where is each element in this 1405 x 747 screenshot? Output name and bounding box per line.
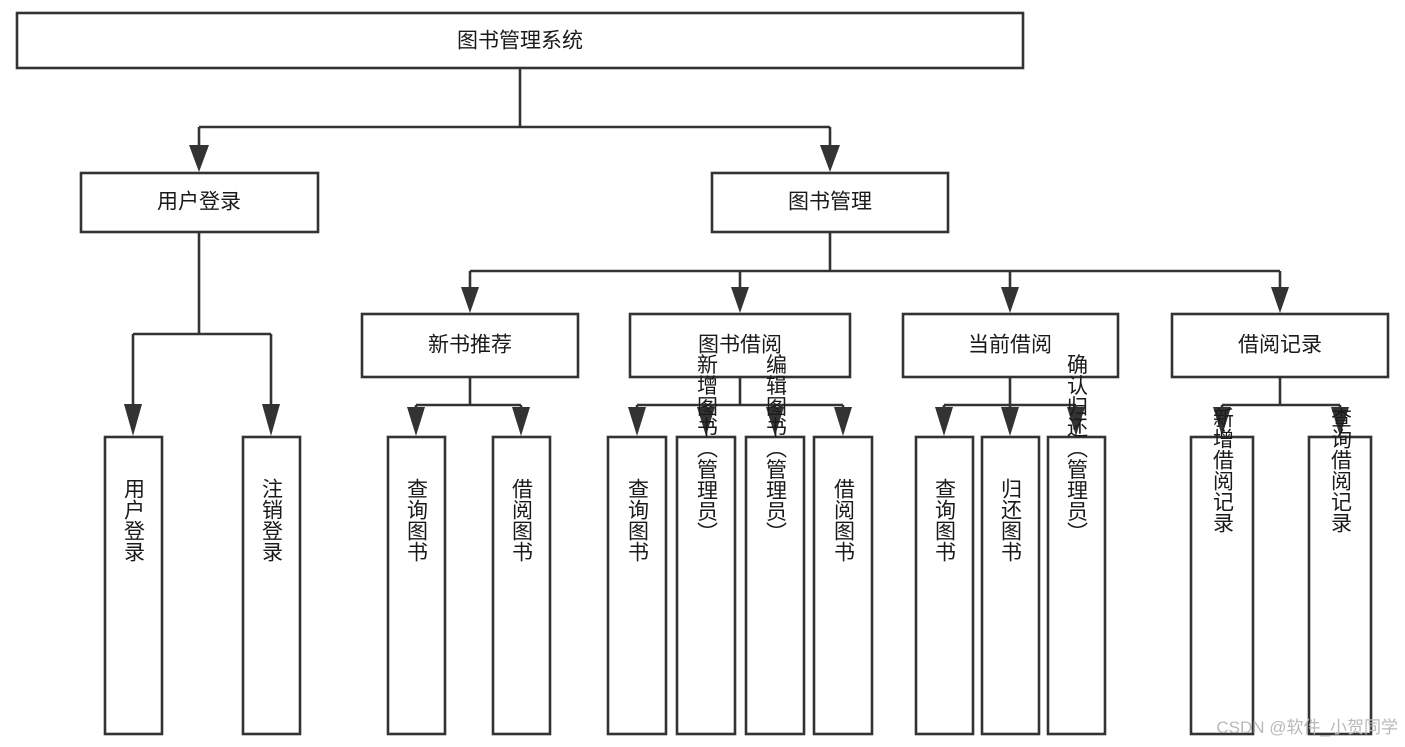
arrow-head-leaf-query-book-2 (628, 407, 646, 436)
node-user-login-label: 用户登录 (157, 191, 241, 214)
node-leaf-query-book-1-box[interactable] (386, 435, 447, 736)
node-new-book-recommend-label: 新书推荐 (428, 334, 512, 357)
node-book-borrow[interactable]: 图书借阅 (628, 312, 852, 379)
node-leaf-query-book-3[interactable]: 查询图书 (914, 435, 975, 736)
node-leaf-logout-box[interactable] (241, 435, 302, 736)
node-current-borrow-box[interactable] (901, 312, 1120, 379)
node-leaf-user-login-label: 用户登录 (122, 478, 146, 562)
node-root[interactable]: 图书管理系统 (15, 11, 1025, 70)
node-leaf-query-book-1[interactable]: 查询图书 (386, 435, 447, 736)
arrow-head-borrow-record (1271, 287, 1289, 313)
node-current-borrow[interactable]: 当前借阅 (901, 312, 1120, 379)
node-leaf-add-book-box[interactable] (675, 435, 737, 736)
node-leaf-query-book-1-label: 查询图书 (405, 478, 429, 562)
node-leaf-add-record-box[interactable] (1189, 435, 1255, 736)
node-leaf-return-book-box[interactable] (980, 435, 1041, 736)
connector-layer (124, 68, 1349, 436)
node-leaf-query-record-label: 查询借阅记录 (1329, 407, 1353, 533)
node-leaf-query-book-2[interactable]: 查询图书 (606, 435, 668, 736)
arrow-head-leaf-logout (262, 404, 280, 436)
node-leaf-query-book-3-label: 查询图书 (933, 478, 957, 562)
node-leaf-borrow-book-2-box[interactable] (812, 435, 874, 736)
node-leaf-borrow-book-2-label: 借阅图书 (832, 478, 856, 562)
node-leaf-query-record[interactable]: 查询借阅记录 (1307, 407, 1373, 736)
node-leaf-user-login[interactable]: 用户登录 (103, 435, 164, 736)
node-leaf-return-book-label: 归还图书 (999, 478, 1023, 562)
node-leaf-borrow-book-2[interactable]: 借阅图书 (812, 435, 874, 736)
node-leaf-borrow-book-1-box[interactable] (491, 435, 552, 736)
arrow-head-leaf-return-book (1001, 407, 1019, 436)
node-book-manage-box[interactable] (710, 171, 950, 234)
node-leaf-confirm-return[interactable]: 确认归还（管理员） (1046, 354, 1107, 736)
arrow-head-leaf-borrow-book-2 (834, 407, 852, 436)
arrow-head-leaf-add-book (697, 407, 715, 436)
node-leaf-logout[interactable]: 注销登录 (241, 435, 302, 736)
node-leaf-user-login-box[interactable] (103, 435, 164, 736)
node-leaf-borrow-book-1-label: 借阅图书 (510, 478, 534, 562)
node-leaf-add-record[interactable]: 新增借阅记录 (1189, 407, 1255, 736)
arrow-head-book-manage (820, 145, 840, 172)
arrow-head-leaf-confirm-return (1067, 407, 1085, 436)
node-book-manage-label: 图书管理 (788, 191, 872, 214)
arrow-head-current-borrow (1001, 287, 1019, 313)
node-leaf-add-book-label: 新增图书（管理员） (695, 354, 719, 543)
node-leaf-edit-book[interactable]: 编辑图书（管理员） (744, 354, 806, 736)
node-leaf-borrow-book-1[interactable]: 借阅图书 (491, 435, 552, 736)
node-borrow-record-box[interactable] (1170, 312, 1390, 379)
arrow-head-new-book-recommend (461, 287, 479, 313)
node-leaf-return-book[interactable]: 归还图书 (980, 435, 1041, 736)
node-leaf-confirm-return-label: 确认归还（管理员） (1065, 354, 1089, 543)
node-user-login-box[interactable] (79, 171, 320, 234)
arrow-head-user-login (189, 145, 209, 172)
node-leaf-query-book-3-box[interactable] (914, 435, 975, 736)
node-leaf-edit-book-box[interactable] (744, 435, 806, 736)
arrow-head-leaf-user-login (124, 404, 142, 436)
node-book-manage[interactable]: 图书管理 (710, 171, 950, 234)
node-leaf-query-record-box[interactable] (1307, 435, 1373, 736)
node-leaf-confirm-return-box[interactable] (1046, 435, 1107, 736)
node-leaf-add-record-label: 新增借阅记录 (1211, 407, 1235, 533)
node-root-label: 图书管理系统 (457, 30, 583, 53)
arrow-head-leaf-query-book-3 (935, 407, 953, 436)
node-book-borrow-label: 图书借阅 (698, 334, 782, 357)
node-current-borrow-label: 当前借阅 (968, 334, 1052, 357)
node-root-box[interactable] (15, 11, 1025, 70)
node-borrow-record[interactable]: 借阅记录 (1170, 312, 1390, 379)
arrow-head-book-borrow (731, 287, 749, 313)
arrow-head-leaf-borrow-book-1 (512, 407, 530, 436)
node-book-borrow-box[interactable] (628, 312, 852, 379)
arrow-head-leaf-edit-book (766, 407, 784, 436)
node-user-login[interactable]: 用户登录 (79, 171, 320, 234)
node-leaf-add-book[interactable]: 新增图书（管理员） (675, 354, 737, 736)
node-new-book-recommend-box[interactable] (360, 312, 580, 379)
node-new-book-recommend[interactable]: 新书推荐 (360, 312, 580, 379)
node-borrow-record-label: 借阅记录 (1238, 334, 1322, 357)
arrow-head-leaf-query-book-1 (407, 407, 425, 436)
arrow-head-leaf-query-record (1331, 407, 1349, 436)
node-leaf-query-book-2-box[interactable] (606, 435, 668, 736)
node-leaf-logout-label: 注销登录 (260, 478, 284, 562)
node-leaf-edit-book-label: 编辑图书（管理员） (764, 354, 788, 543)
node-leaf-query-book-2-label: 查询图书 (626, 478, 650, 562)
csdn-watermark: CSDN @软件_小贺同学 (1216, 718, 1398, 737)
arrow-head-leaf-add-record (1213, 407, 1231, 436)
